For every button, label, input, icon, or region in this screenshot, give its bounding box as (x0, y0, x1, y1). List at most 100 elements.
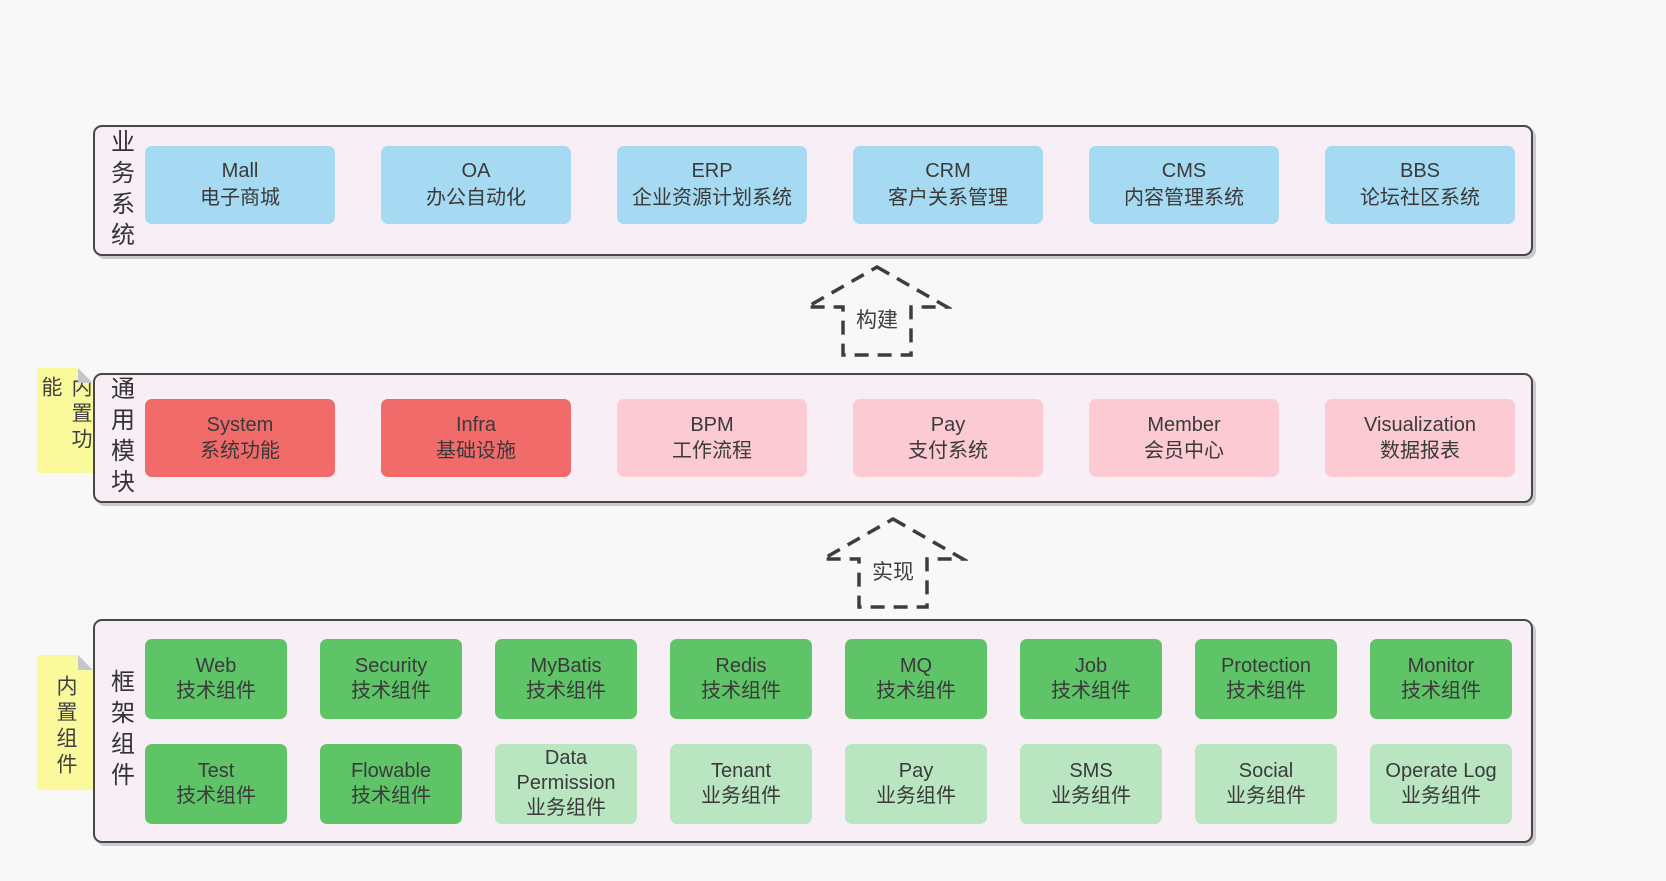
box-pay-module-name: Pay (930, 413, 966, 436)
box-redis: Redis 技术组件 (670, 638, 812, 719)
sticky-note-built-in-components: 内置组件 (37, 655, 93, 790)
box-bbs: BBS 论坛社区系统 (1325, 145, 1515, 224)
box-operate-log: Operate Log 业务组件 (1370, 743, 1512, 824)
box-mall: Mall 电子商城 (145, 145, 335, 224)
box-pay-component-desc: 业务组件 (876, 784, 956, 807)
box-visualization-desc: 数据报表 (1380, 440, 1460, 462)
box-bpm: BPM 工作流程 (617, 399, 807, 477)
box-protection: Protection 技术组件 (1195, 638, 1337, 719)
box-web-name: Web (195, 654, 237, 677)
box-flowable: Flowable 技术组件 (320, 743, 462, 824)
box-operate-log-desc: 业务组件 (1401, 784, 1481, 807)
box-cms: CMS 内容管理系统 (1089, 145, 1279, 224)
box-oa-name: OA (461, 160, 491, 183)
box-infra-name: Infra (455, 413, 497, 436)
box-pay-component: Pay 业务组件 (845, 743, 987, 824)
box-infra: Infra 基础设施 (381, 399, 571, 477)
box-member: Member 会员中心 (1089, 399, 1279, 477)
box-flowable-desc: 技术组件 (351, 784, 431, 807)
layer-common-modules: 通用模块 System 系统功能 Infra 基础设施 BPM 工作流程 Pay… (93, 373, 1533, 503)
box-data-permission: Data Permission 业务组件 (495, 743, 637, 824)
note-fold-icon (78, 368, 93, 383)
box-protection-name: Protection (1220, 654, 1312, 677)
box-cms-name: CMS (1161, 160, 1207, 183)
box-data-permission-name: Data Permission (516, 747, 616, 794)
box-mybatis-desc: 技术组件 (526, 679, 606, 702)
box-mybatis: MyBatis 技术组件 (495, 638, 637, 719)
box-crm-desc: 客户关系管理 (888, 186, 1008, 209)
build-arrow: 构建 (802, 262, 952, 358)
box-web-desc: 技术组件 (176, 679, 256, 702)
box-tenant-name: Tenant (710, 759, 772, 782)
box-protection-desc: 技术组件 (1226, 679, 1306, 702)
box-social: Social 业务组件 (1195, 743, 1337, 824)
box-flowable-name: Flowable (350, 759, 432, 782)
box-system: System 系统功能 (145, 399, 335, 477)
build-arrow-label: 构建 (853, 304, 901, 334)
box-oa: OA 办公自动化 (381, 145, 571, 224)
box-social-name: Social (1238, 759, 1294, 782)
box-tenant: Tenant 业务组件 (670, 743, 812, 824)
box-job-name: Job (1074, 654, 1108, 677)
box-social-desc: 业务组件 (1226, 784, 1306, 807)
box-crm: CRM 客户关系管理 (853, 145, 1043, 224)
up-arrow-icon (818, 516, 968, 609)
box-data-permission-desc: 业务组件 (526, 797, 606, 819)
box-test-desc: 技术组件 (176, 784, 256, 807)
box-monitor: Monitor 技术组件 (1370, 638, 1512, 719)
box-mq-name: MQ (899, 654, 933, 677)
framework-components-row-1: Web 技术组件 Security 技术组件 MyBatis 技术组件 Redi… (145, 638, 1531, 719)
box-mybatis-name: MyBatis (530, 654, 602, 677)
box-pay-module: Pay 支付系统 (853, 399, 1043, 477)
common-modules-row: System 系统功能 Infra 基础设施 BPM 工作流程 Pay 支付系统… (145, 399, 1531, 477)
box-erp: ERP 企业资源计划系统 (617, 145, 807, 224)
box-test: Test 技术组件 (145, 743, 287, 824)
box-system-desc: 系统功能 (200, 440, 280, 462)
box-monitor-desc: 技术组件 (1401, 679, 1481, 702)
box-bpm-name: BPM (690, 413, 734, 436)
box-pay-module-desc: 支付系统 (908, 440, 988, 462)
box-mall-desc: 电子商城 (200, 186, 280, 209)
common-modules-boxes: System 系统功能 Infra 基础设施 BPM 工作流程 Pay 支付系统… (145, 375, 1531, 501)
box-sms-desc: 业务组件 (1051, 784, 1131, 807)
box-redis-desc: 技术组件 (701, 679, 781, 702)
implement-arrow: 实现 (818, 514, 968, 610)
box-bpm-desc: 工作流程 (672, 440, 752, 462)
layer-business-systems: 业务系统 Mall 电子商城 OA 办公自动化 ERP 企业资源计划系统 CRM… (93, 125, 1533, 256)
box-tenant-desc: 业务组件 (701, 784, 781, 807)
layer-business-systems-label: 业务系统 (106, 128, 134, 253)
box-member-desc: 会员中心 (1144, 440, 1224, 462)
box-infra-desc: 基础设施 (436, 440, 516, 462)
box-bbs-desc: 论坛社区系统 (1360, 186, 1480, 209)
box-monitor-name: Monitor (1407, 654, 1475, 677)
box-system-name: System (206, 413, 274, 436)
framework-components-row-2: Test 技术组件 Flowable 技术组件 Data Permission … (145, 743, 1531, 824)
box-job-desc: 技术组件 (1051, 679, 1131, 702)
box-visualization: Visualization 数据报表 (1325, 399, 1515, 477)
box-security-desc: 技术组件 (351, 679, 431, 702)
box-member-name: Member (1147, 413, 1221, 436)
box-operate-log-name: Operate Log (1385, 759, 1497, 782)
note-fold-icon (78, 655, 93, 670)
sticky-note-built-in-features-label: 内置功能 (39, 376, 92, 454)
box-mq-desc: 技术组件 (876, 679, 956, 702)
box-cms-desc: 内容管理系统 (1124, 186, 1244, 209)
layer-framework-components: 框架组件 Web 技术组件 Security 技术组件 MyBatis 技术组件… (93, 619, 1533, 843)
box-test-name: Test (197, 759, 235, 782)
box-security-name: Security (354, 654, 428, 677)
sticky-note-built-in-components-label: 内置组件 (54, 674, 77, 779)
box-security: Security 技术组件 (320, 638, 462, 719)
box-mall-name: Mall (221, 160, 259, 183)
box-crm-name: CRM (925, 160, 971, 183)
box-oa-desc: 办公自动化 (426, 186, 526, 209)
up-arrow-icon (802, 264, 952, 357)
box-sms-name: SMS (1069, 759, 1113, 782)
layer-common-modules-label: 通用模块 (106, 376, 134, 500)
box-web: Web 技术组件 (145, 638, 287, 719)
box-bbs-name: BBS (1399, 160, 1441, 183)
layer-framework-components-label: 框架组件 (106, 669, 134, 793)
box-redis-name: Redis (715, 654, 767, 677)
box-mq: MQ 技术组件 (845, 638, 987, 719)
box-erp-desc: 企业资源计划系统 (632, 186, 792, 209)
framework-components-boxes: Web 技术组件 Security 技术组件 MyBatis 技术组件 Redi… (145, 621, 1531, 841)
